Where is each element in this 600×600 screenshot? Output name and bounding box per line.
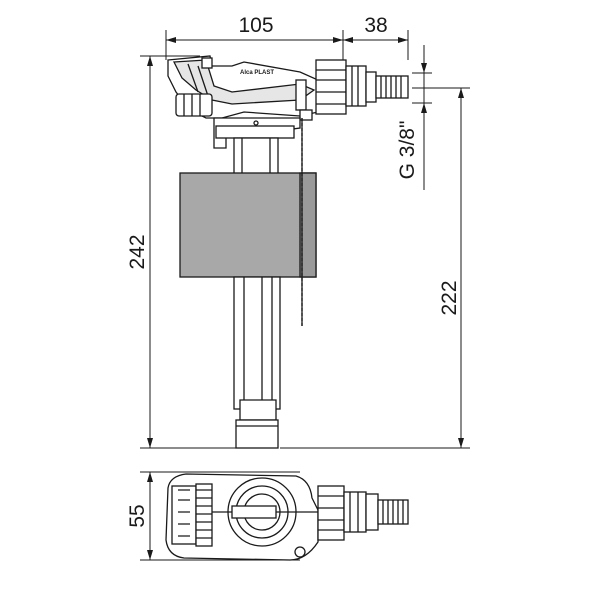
dimension-top-widths: 105 38 bbox=[165, 14, 409, 60]
float-block bbox=[179, 172, 317, 278]
brand-logo: Alca PLAST bbox=[240, 70, 274, 76]
dim-height-222: 222 bbox=[438, 280, 461, 315]
dimension-thread: G 3/8" bbox=[396, 45, 432, 190]
dimension-height-total: 242 bbox=[126, 55, 240, 449]
valve-top-view bbox=[165, 473, 409, 561]
dim-depth-55: 55 bbox=[126, 504, 149, 527]
dim-width-38: 38 bbox=[364, 14, 387, 37]
dim-thread-size: G 3/8" bbox=[396, 121, 419, 180]
dim-width-105: 105 bbox=[238, 14, 273, 37]
dim-height-242: 242 bbox=[126, 234, 149, 269]
dimension-height-inlet: 222 bbox=[280, 87, 470, 449]
valve-front-view: Alca PLAST bbox=[167, 55, 409, 449]
